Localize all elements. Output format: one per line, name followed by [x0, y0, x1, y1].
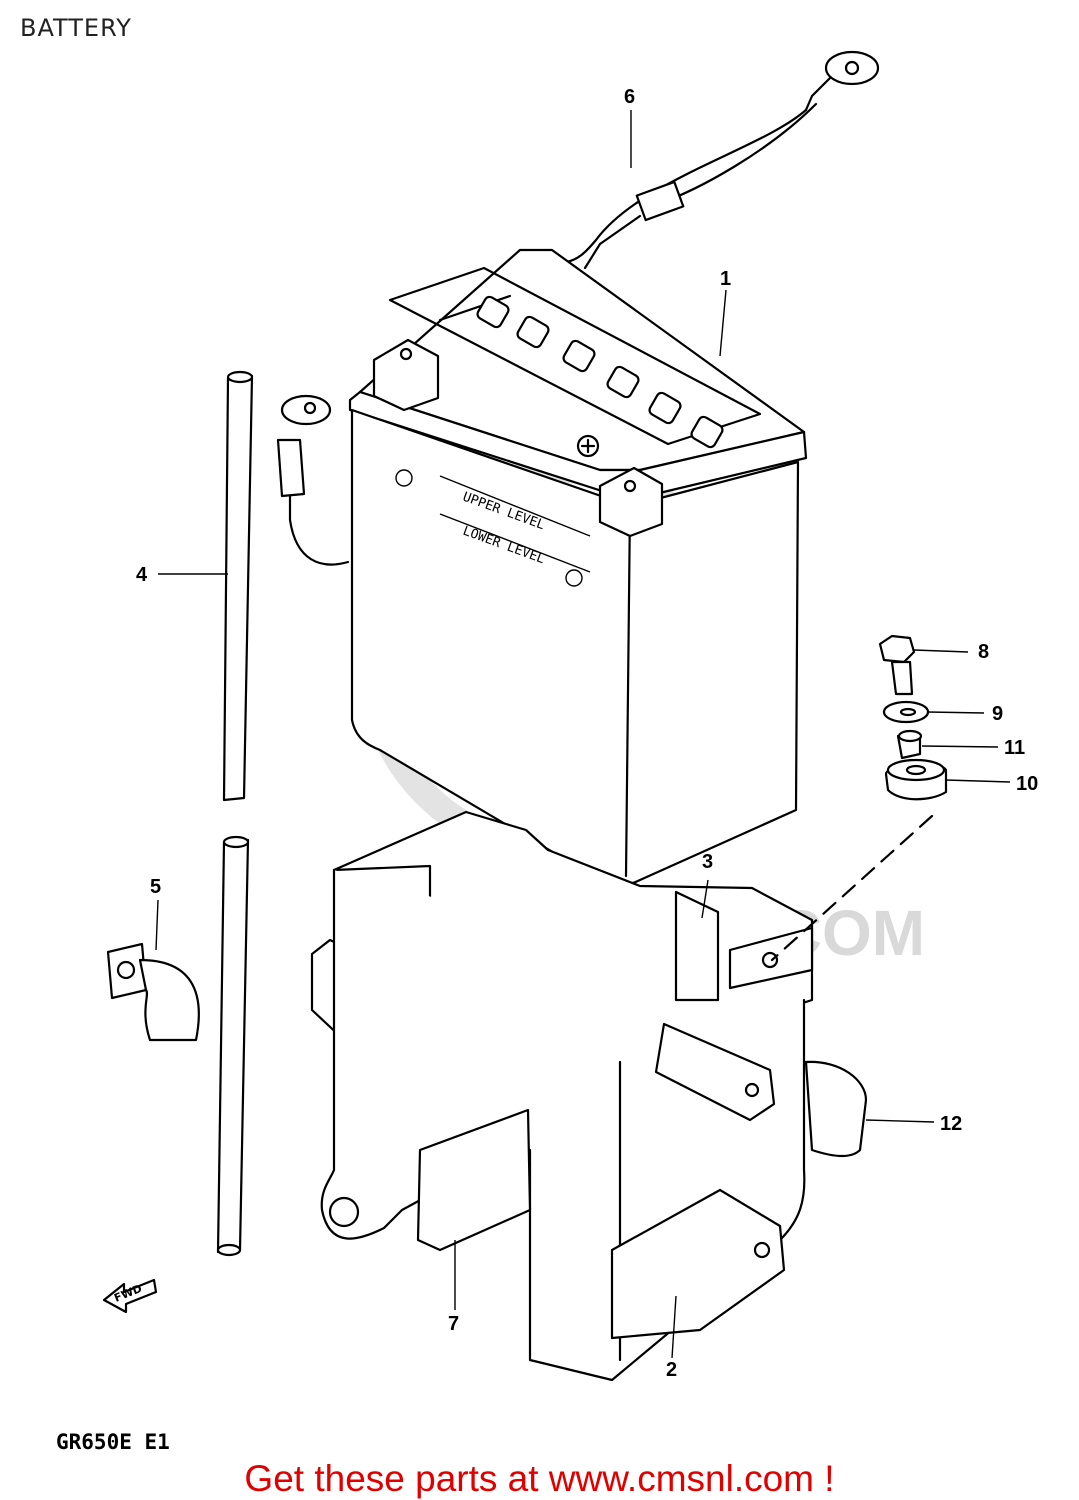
callout-4: 4 [136, 564, 148, 586]
cushion-10 [884, 758, 948, 801]
washer-9 [882, 700, 930, 724]
callout-8: 8 [978, 641, 989, 663]
callout-11: 11 [1004, 737, 1025, 759]
callout-10: 10 [1016, 773, 1038, 795]
battery-terminals [372, 338, 664, 538]
model-code: GR650E E1 [56, 1430, 170, 1454]
collar-11 [896, 729, 923, 760]
callout-5: 5 [150, 876, 161, 898]
breather-tube-4 [216, 370, 254, 1257]
vent-caps [476, 295, 724, 449]
fwd-label: FWD [112, 1282, 144, 1305]
cushion-pad-12 [804, 1060, 868, 1158]
callout-12: 12 [940, 1113, 962, 1135]
page-title: BATTERY [20, 14, 132, 42]
callout-9: 9 [992, 703, 1003, 725]
cushion-pad-3 [674, 890, 720, 1002]
footer-link-text: Get these parts at www.cmsnl.com ! [244, 1458, 835, 1499]
battery-1: UPPER LEVEL LOWER LEVEL [276, 248, 808, 887]
battery-holder [310, 810, 934, 1382]
callouts: 6 1 4 5 3 8 9 11 10 12 7 2 [136, 86, 1038, 1381]
callout-1: 1 [720, 268, 731, 290]
cushion-pad-7 [416, 1108, 532, 1252]
callout-2: 2 [666, 1359, 677, 1381]
tube-clamp-5 [106, 942, 200, 1042]
fwd-arrow: FWD [102, 1278, 158, 1314]
callout-6: 6 [624, 86, 635, 108]
callout-3: 3 [702, 851, 713, 873]
cushion-pad-2 [610, 1188, 786, 1340]
bolt-8 [878, 634, 916, 696]
leader-lines [155, 110, 1011, 1359]
lead-wire-6 [564, 50, 880, 270]
callout-7: 7 [448, 1313, 459, 1335]
